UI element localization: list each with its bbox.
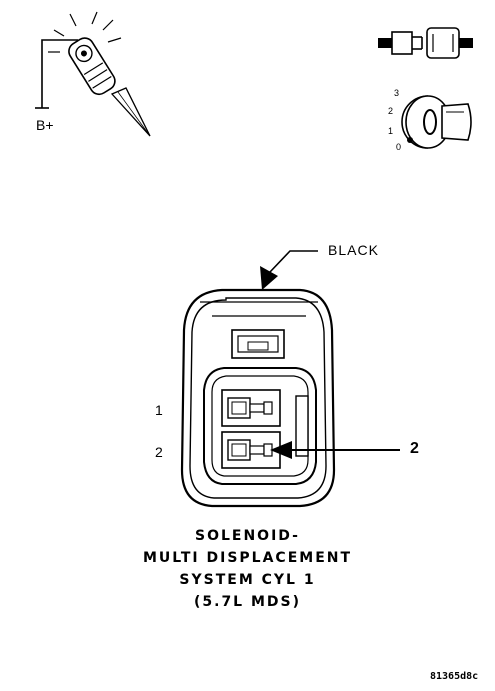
connector-disconnect-icon xyxy=(370,20,480,70)
key-position-3: 3 xyxy=(394,88,400,98)
component-title: SOLENOID- MULTI DISPLACEMENT SYSTEM CYL … xyxy=(0,525,495,613)
callout-number: 2 xyxy=(410,440,419,457)
title-line-4: (5.7L MDS) xyxy=(193,594,302,610)
title-line-1: SOLENOID- xyxy=(195,528,300,544)
title-line-2: MULTI DISPLACEMENT xyxy=(142,550,353,566)
key-position-1: 1 xyxy=(388,126,394,136)
b-plus-label: B+ xyxy=(36,117,54,133)
key-position-0: 0 xyxy=(396,142,402,152)
ignition-key-drawing xyxy=(401,95,472,149)
pin-1-label: 1 xyxy=(155,402,163,418)
ignition-key-icon: 3 2 1 0 xyxy=(380,82,480,162)
connector-disconnect-drawing xyxy=(378,27,473,59)
test-light-drawing xyxy=(35,11,151,137)
pin-2-label: 2 xyxy=(155,444,163,460)
title-line-3: SYSTEM CYL 1 xyxy=(179,572,316,588)
key-position-2: 2 xyxy=(388,106,394,116)
test-light-icon: B+ xyxy=(0,0,200,160)
connector-color-label: BLACK xyxy=(328,242,379,258)
figure-code: 81365d8c xyxy=(430,671,479,682)
